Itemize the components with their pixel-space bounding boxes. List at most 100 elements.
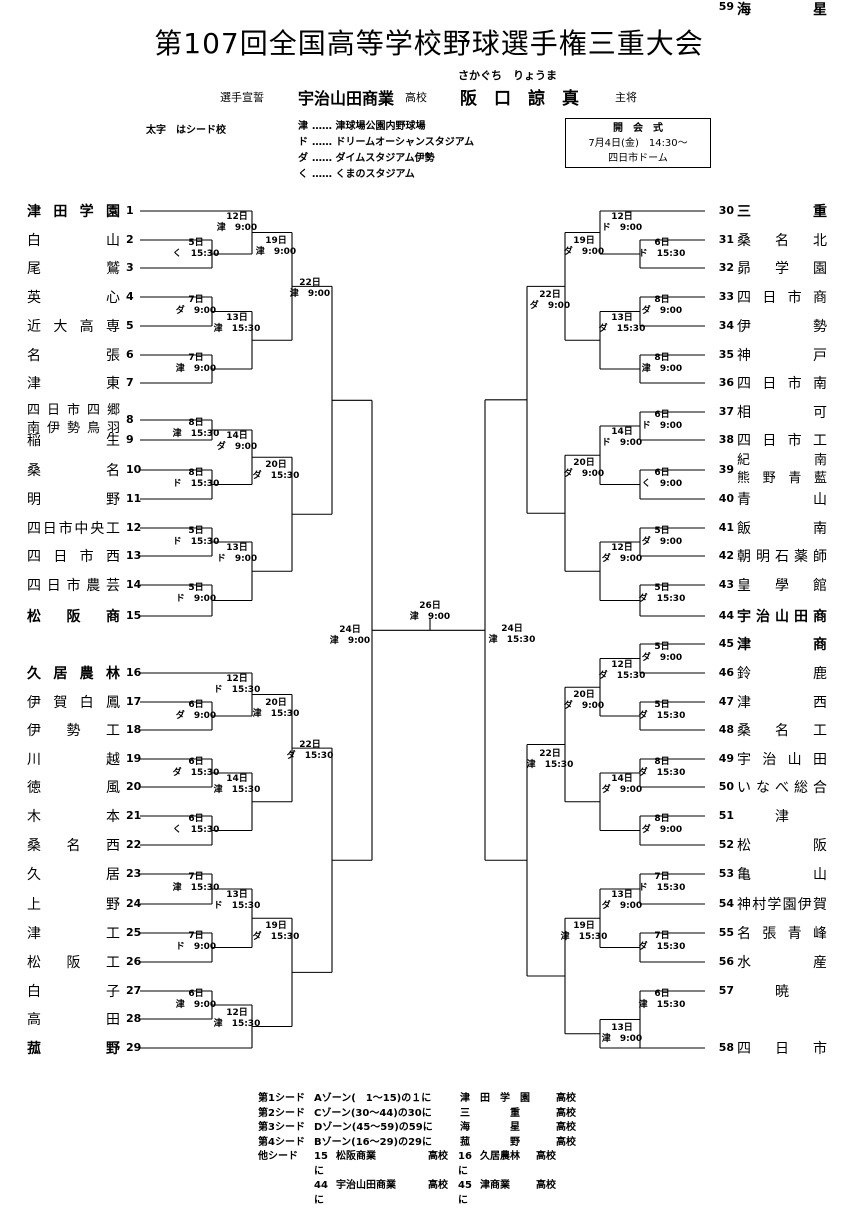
team-number: 49 (718, 752, 734, 765)
team-name: 松阪工 (27, 955, 120, 971)
team-number: 47 (718, 695, 734, 708)
team-name: 徳風 (27, 780, 120, 796)
team-number: 13 (126, 549, 142, 562)
game-info: 8日ダ 15:30 (638, 757, 686, 778)
team-name: 津商 (737, 637, 827, 653)
team-name: 四日市西 (27, 549, 120, 565)
game-info: 13日津 9:00 (601, 1022, 643, 1044)
team-name: 高田 (27, 1012, 120, 1028)
team-name: 津工 (27, 926, 120, 942)
game-info: 5日ダ 15:30 (638, 700, 686, 721)
team-number: 38 (718, 433, 734, 446)
oath-role: 主将 (615, 91, 637, 104)
game-info: 13日ド 9:00 (216, 543, 258, 564)
team-name: 亀山 (737, 867, 827, 883)
team-number: 29 (126, 1041, 142, 1054)
team-name: 木本 (27, 809, 120, 825)
team-number: 14 (126, 578, 142, 591)
game-info: 8日ダ 9:00 (641, 814, 683, 835)
team-name: 昴学園 (737, 261, 827, 277)
team-name: 近大高専 (27, 319, 120, 335)
team-name: 名張 (27, 348, 120, 364)
game-info: 12日ダ 9:00 (601, 543, 643, 564)
team-number: 46 (718, 666, 734, 679)
game-info: 19日ダ 15:30 (252, 921, 300, 943)
team-name: いなべ総合 (737, 780, 827, 796)
opening-ceremony-box: 開 会 式 7月4日(金) 14:30〜 四日市ドーム (565, 118, 711, 168)
team-name: 宇治山田商 (737, 609, 827, 625)
team-name: 鈴鹿 (737, 666, 827, 682)
team-name: 津 (775, 809, 789, 825)
team-name: 伊勢 (737, 319, 827, 335)
team-number: 35 (718, 348, 734, 361)
team-number: 25 (126, 926, 142, 939)
team-name: 川越 (27, 752, 120, 768)
venue-row: ダ…… ダイムスタジアム伊勢 (298, 153, 435, 164)
team-number: 40 (718, 492, 734, 505)
team-number: 45 (718, 637, 734, 650)
game-info: 6日ド 9:00 (641, 410, 683, 431)
team-name: 宇治山田 (737, 752, 827, 768)
team-number: 52 (718, 838, 734, 851)
game-info: 20日ダ 15:30 (252, 460, 300, 482)
team-name: 神戸 (737, 348, 827, 364)
opening-title: 開 会 式 (613, 123, 663, 134)
team-number: 43 (718, 578, 734, 591)
game-info: 12日ド 15:30 (213, 674, 261, 695)
game-info: 7日津 15:30 (172, 872, 220, 893)
oath-name: 阪 口 諒 真 (460, 89, 579, 109)
game-info: 6日津 9:00 (175, 989, 217, 1010)
team-name: 菰野 (27, 1041, 120, 1057)
oath-ruby: さかぐち りょうま (458, 69, 557, 82)
team-number: 37 (718, 405, 734, 418)
team-number: 53 (718, 867, 734, 880)
team-name: 久居 (27, 867, 120, 883)
team-name: 四日市工 (737, 433, 827, 449)
game-info: 26日津 9:00 (409, 601, 451, 623)
game-info: 13日ド 15:30 (213, 890, 261, 911)
team-number: 55 (718, 926, 734, 939)
team-number: 58 (718, 1041, 734, 1054)
team-name: 暁 (775, 984, 789, 1000)
venue-row: ド…… ドリームオーシャンスタジアム (298, 137, 475, 148)
team-name: 四日市農芸 (27, 578, 120, 594)
team-name: 久居農林 (27, 666, 120, 682)
venue-row: く…… くまのスタジアム (298, 169, 415, 180)
team-name: 桑名工 (737, 723, 827, 739)
team-number: 17 (126, 695, 142, 708)
game-info: 5日ダ 9:00 (641, 526, 683, 547)
game-info: 8日津 9:00 (641, 353, 683, 374)
team-number: 59 (718, 0, 734, 13)
game-info: 5日ダ 9:00 (641, 642, 683, 663)
team-name: 皇學館 (737, 578, 827, 594)
team-number: 3 (126, 261, 134, 274)
game-info: 12日ダ 15:30 (598, 659, 646, 681)
game-info: 20日ダ 9:00 (563, 690, 605, 712)
team-name: 稲生 (27, 433, 120, 449)
team-number: 11 (126, 492, 142, 505)
team-name: 松阪 (737, 838, 827, 854)
team-number: 23 (126, 867, 142, 880)
opening-date: 7月4日(金) 14:30〜 (588, 138, 688, 149)
game-info: 24日津 9:00 (329, 625, 371, 647)
team-number: 33 (718, 290, 734, 303)
game-info: 19日津 9:00 (255, 235, 297, 257)
team-name: 伊勢工 (27, 723, 120, 739)
team-name: 四日市南 (737, 376, 827, 392)
team-number: 41 (718, 521, 734, 534)
team-number: 1 (126, 204, 134, 217)
team-name: 桑名 (27, 463, 120, 479)
team-number: 19 (126, 752, 142, 765)
team-number: 32 (718, 261, 734, 274)
team-name: 白山 (27, 233, 120, 249)
game-info: 6日く 15:30 (172, 814, 220, 835)
game-info: 14日ド 9:00 (601, 427, 643, 448)
team-number: 50 (718, 780, 734, 793)
game-info: 14日ダ 9:00 (216, 431, 258, 452)
team-name: 水産 (737, 955, 827, 971)
game-info: 5日く 15:30 (172, 238, 220, 259)
